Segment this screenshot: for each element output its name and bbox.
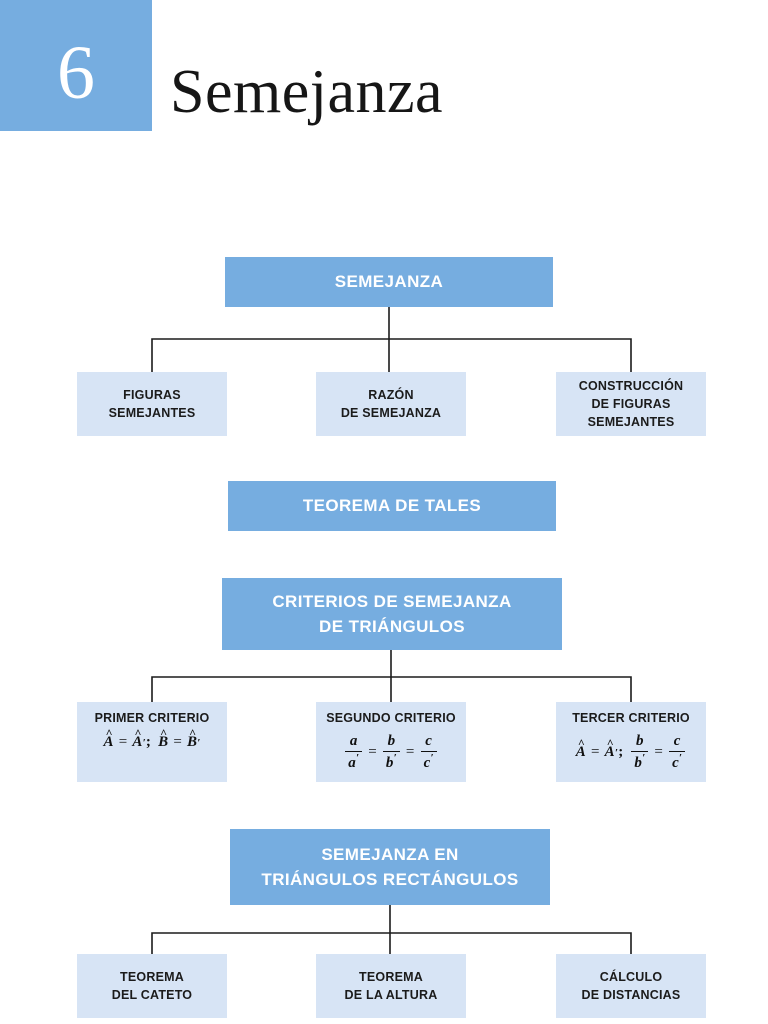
node-line-1: CÁLCULO — [599, 969, 663, 984]
node-line-2: DE DISTANCIAS — [581, 988, 681, 1002]
fraction-a-over-a-prime: a a′ — [344, 733, 363, 772]
denominator-value: b — [634, 754, 643, 771]
page-title: Semejanza — [170, 58, 444, 126]
denominator: c′ — [420, 750, 437, 772]
equals-sign: = — [368, 744, 377, 761]
numerator: c — [425, 733, 433, 749]
prime-mark: ′ — [642, 751, 646, 764]
node-semejanza[interactable]: SEMEJANZA — [225, 257, 553, 307]
chapter-number-block: 6 — [0, 0, 152, 131]
node-razon-de-semejanza[interactable]: RAZÓN DE SEMEJANZA — [316, 372, 466, 436]
equals-sign: = — [405, 744, 415, 761]
fraction-c-over-c-prime: c c′ — [420, 733, 438, 772]
node-segundo-criterio[interactable]: SEGUNDO CRITERIO a a′ = b b′ = c c′ — [316, 702, 466, 782]
node-teorema-de-tales-label: TEOREMA DE TALES — [302, 496, 482, 515]
equals-sign: = — [118, 734, 128, 750]
segundo-criterio-formula: a a′ = b b′ = c c′ — [344, 733, 438, 772]
prime-mark: ′ — [142, 736, 146, 749]
angle-a-prime: A — [132, 734, 142, 751]
node-semejanza-en-triangulos-rectangulos[interactable]: SEMEJANZA EN TRIÁNGULOS RECTÁNGULOS — [230, 829, 550, 905]
denominator-value: b — [385, 754, 394, 771]
chapter-number: 6 — [57, 30, 95, 115]
node-teorema-de-tales[interactable]: TEOREMA DE TALES — [228, 481, 556, 531]
angle-b-prime: B — [187, 734, 197, 751]
node-line-1: CONSTRUCCIÓN — [578, 378, 684, 393]
denominator-value: c — [672, 754, 679, 771]
angle-b: B — [158, 734, 168, 751]
separator: ; — [618, 744, 624, 761]
node-semejanza-label: SEMEJANZA — [334, 272, 444, 291]
criterio-title: SEGUNDO CRITERIO — [326, 711, 456, 725]
denominator: b′ — [382, 750, 400, 772]
node-line-1: TEOREMA — [359, 969, 423, 984]
node-criterios-de-semejanza[interactable]: CRITERIOS DE SEMEJANZA DE TRIÁNGULOS — [222, 578, 562, 650]
criterio-title: TERCER CRITERIO — [572, 711, 690, 725]
node-tercer-criterio[interactable]: TERCER CRITERIO A = A′; b b′ = c c′ — [556, 702, 706, 782]
fraction-c-over-c-prime: c c′ — [668, 733, 686, 772]
node-calculo-de-distancias[interactable]: CÁLCULO DE DISTANCIAS — [556, 954, 706, 1018]
angle-a: A — [576, 744, 586, 761]
prime-mark: ′ — [430, 751, 434, 764]
node-line-2: DE LA ALTURA — [344, 988, 438, 1002]
node-line-1: SEMEJANZA EN — [321, 844, 459, 864]
chapter-header: 6 Semejanza — [0, 0, 768, 132]
numerator: c — [673, 733, 681, 749]
node-line-2: DE TRIÁNGULOS — [319, 617, 465, 636]
prime-mark: ′ — [614, 746, 619, 759]
node-teorema-de-la-altura[interactable]: TEOREMA DE LA ALTURA — [316, 954, 466, 1018]
prime-mark: ′ — [197, 736, 201, 749]
node-line-1: FIGURAS — [123, 387, 181, 402]
prime-mark: ′ — [355, 751, 360, 764]
node-teorema-del-cateto[interactable]: TEOREMA DEL CATETO — [77, 954, 227, 1018]
angle-a: A — [103, 734, 113, 751]
criterio-title: PRIMER CRITERIO — [94, 711, 210, 725]
denominator: a′ — [345, 750, 363, 772]
node-figuras-semejantes[interactable]: FIGURAS SEMEJANTES — [77, 372, 227, 436]
numerator: a — [349, 733, 358, 749]
node-line-2: DE FIGURAS — [591, 396, 671, 411]
prime-mark: ′ — [393, 751, 397, 764]
node-line-2: TRIÁNGULOS RECTÁNGULOS — [261, 870, 519, 889]
denominator: c′ — [669, 750, 686, 772]
denominator: b′ — [631, 750, 649, 772]
node-line-1: TEOREMA — [120, 969, 184, 984]
primer-criterio-formula: A = A′; B = B′ — [103, 734, 200, 751]
equals-sign: = — [654, 744, 664, 761]
node-primer-criterio[interactable]: PRIMER CRITERIO A = A′; B = B′ — [77, 702, 227, 782]
fraction-b-over-b-prime: b b′ — [382, 733, 401, 772]
prime-mark: ′ — [678, 751, 683, 764]
node-line-1: RAZÓN — [368, 387, 414, 402]
numerator: b — [387, 733, 396, 749]
node-line-2: DE SEMEJANZA — [340, 406, 442, 420]
angle-a-prime: A — [605, 744, 615, 761]
equals-sign: = — [173, 734, 182, 750]
denominator-value: c — [423, 754, 431, 771]
node-line-3: SEMEJANTES — [587, 415, 675, 430]
node-line-2: DEL CATETO — [111, 988, 193, 1002]
node-line-2: SEMEJANTES — [108, 406, 196, 420]
fraction-b-over-b-prime: b b′ — [630, 733, 649, 772]
equals-sign: = — [591, 744, 600, 761]
node-line-1: CRITERIOS DE SEMEJANZA — [272, 591, 512, 611]
tercer-criterio-formula: A = A′; b b′ = c c′ — [576, 733, 686, 772]
node-construccion-de-figuras-semejantes[interactable]: CONSTRUCCIÓN DE FIGURAS SEMEJANTES — [556, 372, 706, 436]
denominator-value: a — [348, 754, 356, 771]
separator: ; — [145, 734, 152, 750]
numerator: b — [636, 733, 644, 749]
